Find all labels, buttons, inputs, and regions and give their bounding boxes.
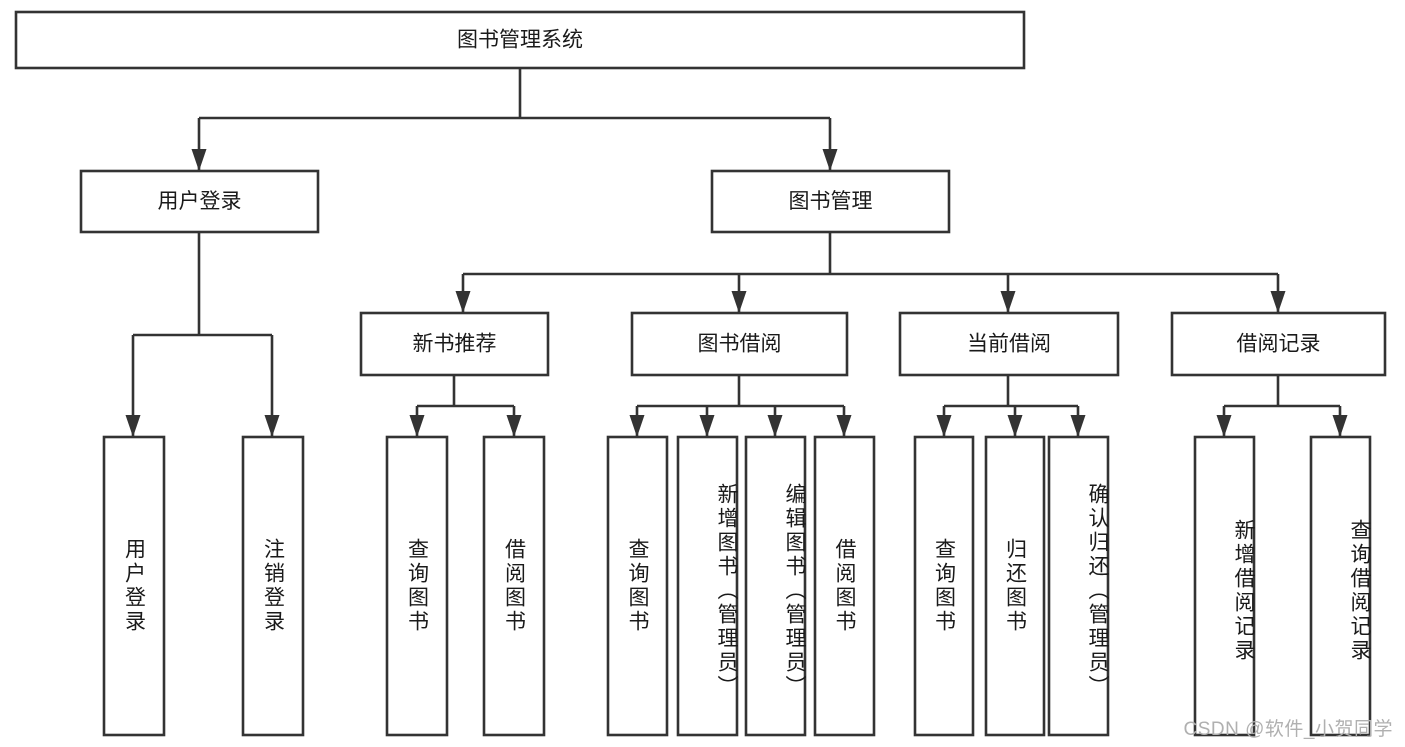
watermark-text: CSDN @软件_小贺同学: [1183, 719, 1393, 740]
root-node-图书管理系统-label: 图书管理系统: [457, 29, 583, 52]
arrow-head-icon: [629, 415, 645, 437]
arrow-head-icon: [1332, 415, 1348, 437]
level3-node-1-label: 图书借阅: [698, 333, 782, 356]
arrow-head-icon: [1000, 291, 1016, 313]
arrow-head-icon: [1270, 291, 1286, 313]
level2-node-0-label: 用户登录: [158, 190, 242, 213]
level3-node-1[interactable]: [630, 311, 849, 377]
leaf-node-9[interactable]: [984, 435, 1046, 737]
level3-node-3[interactable]: [1170, 311, 1387, 377]
leaf-node-1[interactable]: [241, 435, 305, 737]
leaf-node-10[interactable]: [1047, 435, 1110, 737]
leaf-node-11[interactable]: [1193, 435, 1256, 737]
leaf-node-8[interactable]: [913, 435, 975, 737]
leaf-node-7[interactable]: [813, 435, 876, 737]
level3-node-2-label: 当前借阅: [967, 333, 1051, 356]
leaf-node-12[interactable]: [1309, 435, 1372, 737]
arrow-head-icon: [699, 415, 715, 437]
leaf-node-0[interactable]: [102, 435, 166, 737]
leaf-node-2[interactable]: [385, 435, 449, 737]
arrow-head-icon: [455, 291, 471, 313]
arrow-head-icon: [125, 415, 141, 437]
arrow-head-icon: [1216, 415, 1232, 437]
arrow-head-icon: [731, 291, 747, 313]
arrow-head-icon: [191, 149, 207, 171]
leaf-node-4[interactable]: [606, 435, 669, 737]
leaf-node-3[interactable]: [482, 435, 546, 737]
leaf-node-6[interactable]: [744, 435, 807, 737]
arrow-head-icon: [1007, 415, 1023, 437]
arrow-head-icon: [767, 415, 783, 437]
level2-node-0[interactable]: [79, 169, 320, 234]
arrow-head-icon: [836, 415, 852, 437]
arrow-head-icon: [506, 415, 522, 437]
arrow-head-icon: [822, 149, 838, 171]
level2-node-1-label: 图书管理: [789, 190, 873, 213]
connectors-layer: [125, 68, 1348, 437]
level3-node-0-label: 新书推荐: [413, 333, 497, 356]
arrow-head-icon: [1070, 415, 1086, 437]
level3-node-3-label: 借阅记录: [1237, 333, 1321, 356]
leaf-node-5[interactable]: [676, 435, 739, 737]
level3-node-0[interactable]: [359, 311, 550, 377]
root-node-图书管理系统[interactable]: [14, 10, 1026, 70]
level3-node-2[interactable]: [898, 311, 1120, 377]
arrow-head-icon: [264, 415, 280, 437]
arrow-head-icon: [936, 415, 952, 437]
arrow-head-icon: [409, 415, 425, 437]
level2-node-1[interactable]: [710, 169, 951, 234]
